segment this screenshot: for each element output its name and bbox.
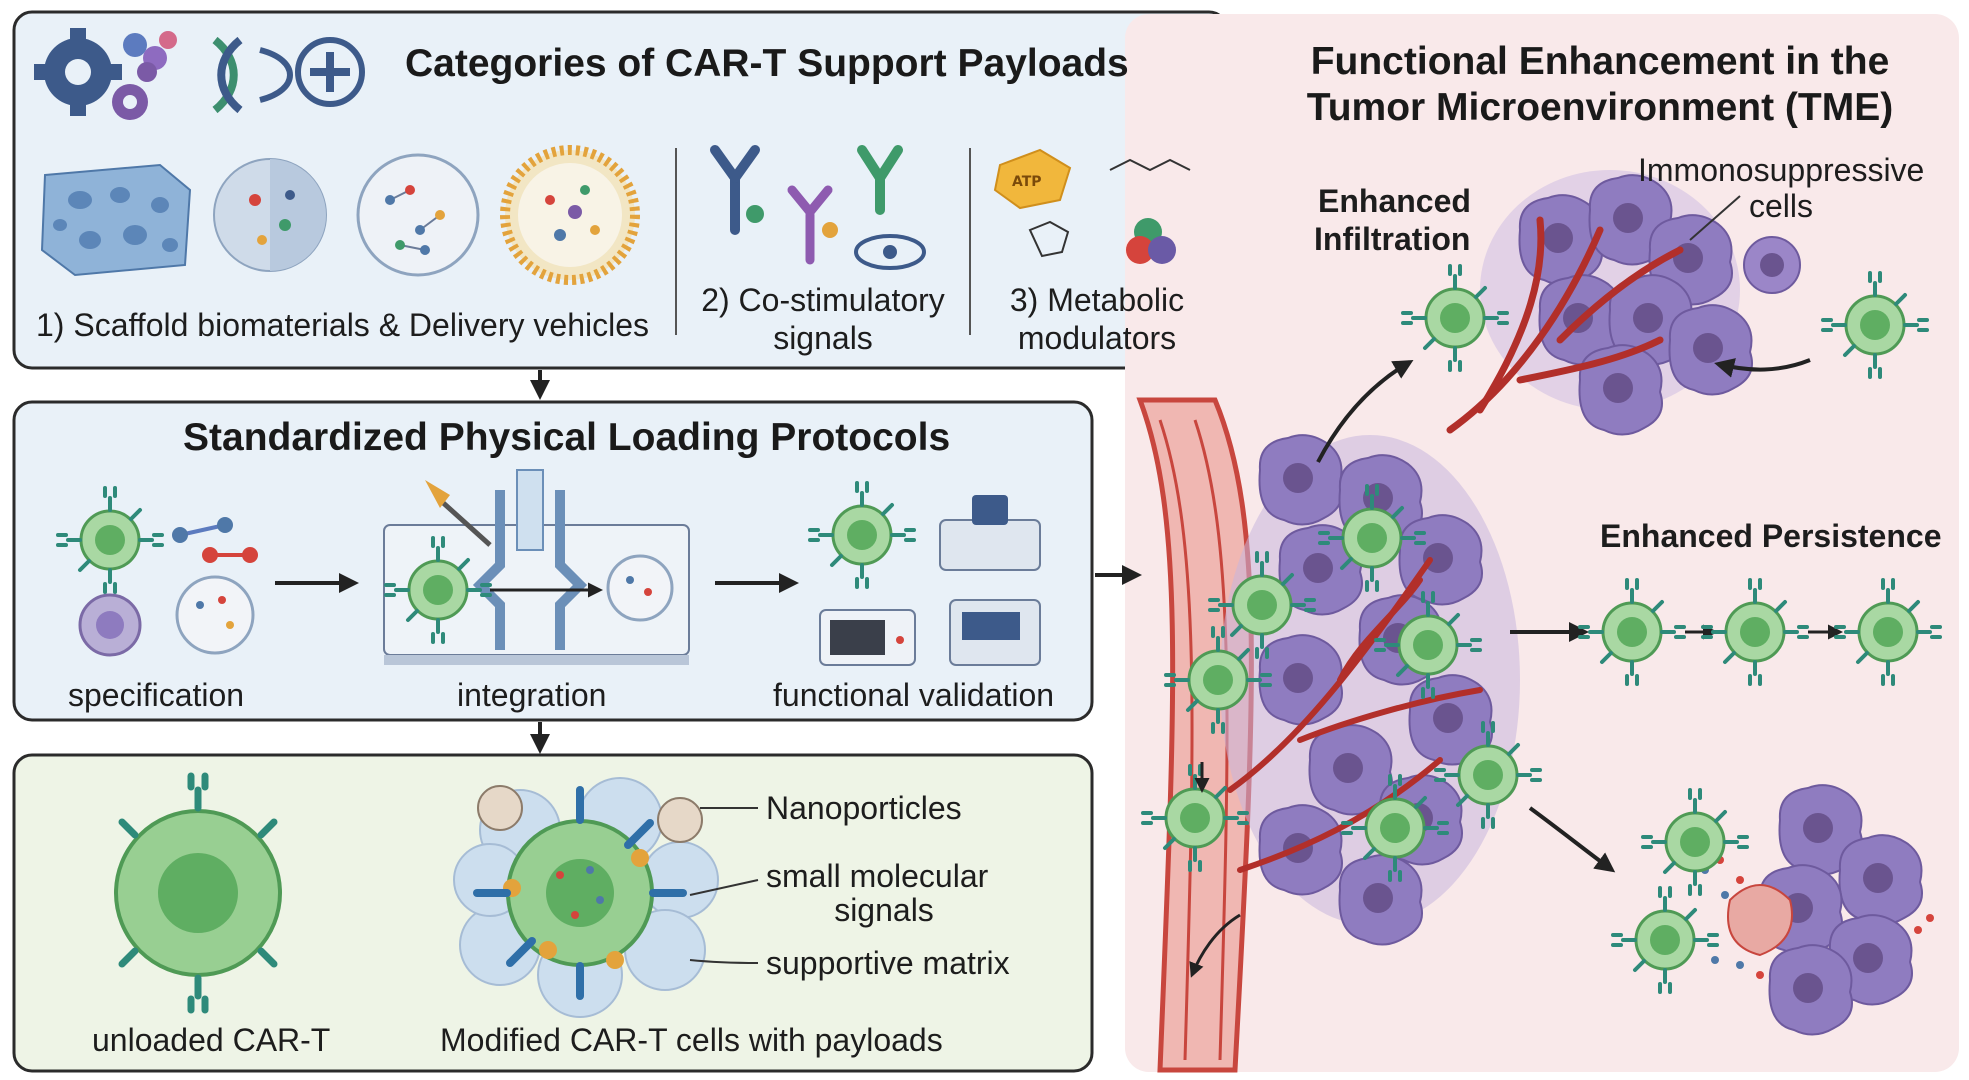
arrow-to-infiltration [1316,360,1414,463]
label-enhanced-persistence: Enhanced Persistence [1600,518,1942,554]
colored-spheres-icon [1126,218,1176,264]
callout-signals-line1: small molecular [766,858,989,894]
payload-droplet-icon [175,575,255,655]
receptor-icons [710,145,926,270]
step-validation: functional validation [773,677,1055,713]
label-immunosuppressive-2: cells [1748,188,1813,224]
tcell-purple-icon [78,593,142,657]
arrow-to-killing [1528,806,1616,873]
instrument-icon [939,495,1041,571]
nanoparticle-droplet-icon [356,153,480,277]
callout-signals-line2: signals [834,892,934,928]
label-enhanced-infiltration-1: Enhanced [1318,183,1471,219]
label-costim-line1: 2) Co-stimulatory [701,282,945,318]
porous-scaffold-icon [40,163,192,277]
tumor-killing-cluster [1701,784,1934,1036]
monitor-device-icon [819,609,916,666]
callout-nanoparticles: Nanoporticles [766,790,962,826]
callout-immunosuppressive [1689,195,1741,241]
central-tumor [1220,434,1520,946]
label-modified: Modified CAR-T cells with payloads [440,1022,943,1058]
callout-lines [689,807,759,964]
nanoparticle-dots [477,785,703,969]
gear-icon [34,28,148,120]
modified-cart-cell [453,777,719,1018]
hydrogel-sphere-icon [213,158,327,272]
liposome-icon [500,145,640,285]
label-metabolic-line1: 3) Metabolic [1009,282,1185,318]
molecule-pair-icon [172,517,258,563]
output-droplet-icon [606,554,674,622]
step-integration: integration [457,677,607,713]
dna-plus-icon [212,36,365,114]
arrow-vessel-out [1189,913,1241,978]
unloaded-cart-cell [114,772,282,1014]
chemical-structure-icon [1028,158,1191,258]
atp-label: ATP [1012,174,1042,190]
protocols-title: Standardized Physical Loading Protocols [183,416,951,459]
label-immunosuppressive-1: Immonosuppressive [1638,152,1925,188]
label-unloaded: unloaded CAR-T [92,1022,331,1058]
label-scaffold: 1) Scaffold biomaterials & Delivery vehi… [36,307,649,343]
label-enhanced-infiltration-2: Infiltration [1314,221,1471,257]
label-metabolic-line2: modulators [1017,320,1177,356]
tme-title-line2: Tumor Microenvironment (TME) [1306,86,1894,129]
analyzer-device-icon [949,599,1041,666]
step-specification: specification [68,677,245,713]
immunosuppressive-cluster [1446,170,1801,436]
arrow-tcell-to-cluster [1714,358,1811,378]
atp-molecule-icon: ATP [993,148,1072,210]
label-costim-line2: signals [773,320,873,356]
payloads-title: Categories of CAR-T Support Payloads [405,42,1129,85]
callout-matrix: supportive matrix [766,945,1010,981]
tme-title-line1: Functional Enhancement in the [1310,40,1890,83]
molecule-cluster-icon [123,31,177,82]
